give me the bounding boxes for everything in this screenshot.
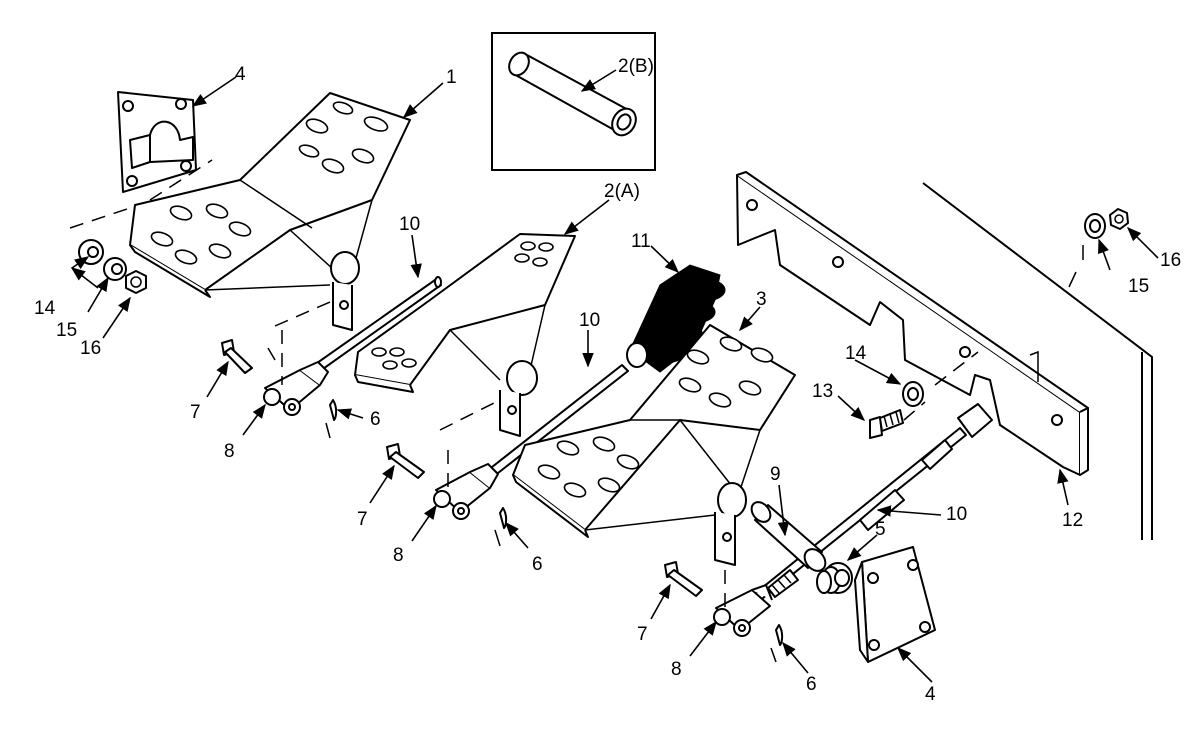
label-lockwasher-left: 15 [56, 320, 77, 341]
clevis-center-centerline [439, 399, 501, 488]
mounting-plate-top-left [117, 91, 197, 193]
pin-2b-drawing [508, 51, 637, 137]
boot [626, 264, 726, 373]
label-clevis-left: 8 [224, 441, 235, 462]
cotter-center [494, 507, 508, 547]
label-cotter-center: 6 [532, 554, 543, 575]
pedal-right-treads [537, 336, 774, 498]
label-pedal-right: 3 [756, 289, 767, 310]
pedal-center [354, 233, 576, 437]
label-pedal-left: 1 [446, 67, 457, 88]
label-pedal-center: 2(A) [604, 181, 640, 202]
label-cotter-left: 6 [370, 409, 381, 430]
lockwasher-left [103, 257, 127, 281]
label-washer-left: 14 [34, 298, 56, 319]
label-spring: 5 [875, 519, 886, 540]
label-plate-bottom-right: 4 [925, 684, 936, 705]
pin-left [221, 339, 253, 374]
inset-box [491, 32, 656, 171]
label-lockwasher-right: 15 [1128, 276, 1149, 297]
left-hardware-centerline [69, 159, 213, 229]
label-plate-top-left: 4 [235, 64, 246, 85]
label-shaft: 9 [770, 464, 781, 485]
pedal-right [512, 324, 796, 566]
clevis-center-assembly [433, 463, 499, 520]
callout-labels: 4 1 2(B) 2(A) 10 11 10 3 14 15 16 7 8 6 … [34, 56, 1181, 705]
bolt [869, 409, 904, 439]
clevis-left-assembly [263, 361, 329, 416]
label-rod-left: 10 [399, 214, 420, 235]
mounting-bracket [736, 171, 1089, 476]
label-rod-center: 10 [579, 310, 600, 331]
washer-right [902, 381, 924, 407]
pin-center [386, 443, 425, 479]
nut-left [125, 270, 147, 294]
label-pin-right: 7 [637, 624, 648, 645]
cotter-right [770, 624, 784, 663]
label-pin-inset: 2(B) [618, 56, 654, 77]
pedal-left [129, 92, 411, 331]
lockwasher-right [1084, 213, 1106, 239]
shaft [750, 501, 827, 572]
pedal-left-treads [150, 101, 389, 265]
label-cotter-right: 6 [806, 674, 817, 695]
label-clevis-right: 8 [671, 659, 682, 680]
right-hardware-centerline [1068, 245, 1084, 288]
clevis-right-assembly [713, 584, 773, 637]
pedal-center-treads [371, 241, 554, 370]
label-pin-left: 7 [190, 402, 201, 423]
label-boot: 11 [631, 231, 651, 252]
label-rod-right: 10 [946, 504, 967, 525]
label-bracket: 12 [1062, 510, 1083, 531]
small-spring [767, 569, 799, 598]
label-nut-right: 16 [1160, 250, 1181, 271]
spring [816, 562, 853, 594]
nut-right [1109, 208, 1129, 230]
cotter-left [325, 399, 338, 439]
bolt-centerline [903, 351, 979, 421]
clevis-left-centerline [267, 301, 331, 385]
label-clevis-center: 8 [393, 545, 404, 566]
label-pin-center: 7 [357, 509, 368, 530]
leader-lines [70, 69, 1159, 683]
label-bolt: 13 [812, 381, 833, 402]
frame-panel [922, 182, 1153, 540]
pin-right [664, 561, 703, 597]
label-nut-left: 16 [80, 338, 101, 359]
mounting-plate-bottom-right [854, 546, 936, 663]
label-washer-right: 14 [845, 343, 867, 364]
